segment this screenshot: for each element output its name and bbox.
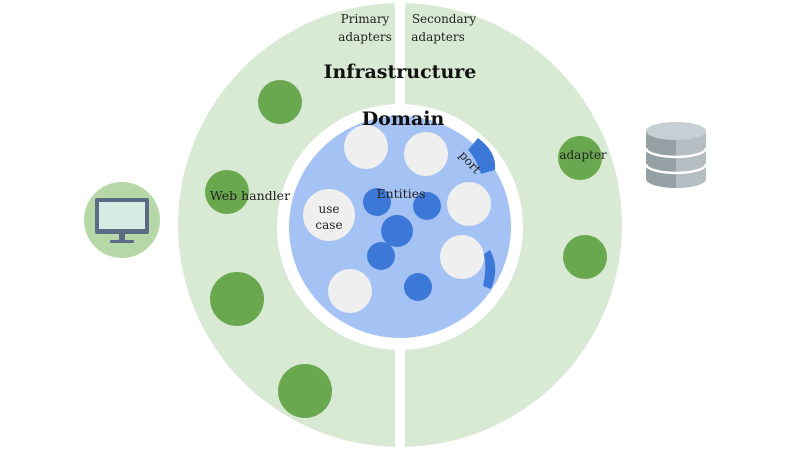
web-handler-circle [205, 170, 249, 214]
entity-circle [363, 188, 391, 216]
web-handler-label: Web handler [210, 188, 290, 203]
adapter-label: adapter [559, 148, 607, 162]
use-case-circle [404, 132, 448, 176]
secondary-adapters-label-line1: Secondary [412, 12, 477, 26]
monitor-screen [99, 202, 145, 229]
secondary-adapters-label-line2: adapters [411, 30, 465, 44]
monitor-icon [84, 182, 160, 258]
secondary-adapter-circle [563, 235, 607, 279]
database-icon [644, 122, 708, 188]
use-case-label-line2: case [315, 218, 342, 232]
use-case-label-line1: use [319, 202, 340, 216]
database-ring [644, 147, 708, 159]
domain-title: Domain [362, 108, 445, 130]
port-arc [483, 250, 496, 289]
primary-adapters-label-line1: Primary [341, 12, 390, 26]
use-case-circle [440, 235, 484, 279]
entities-label: Entities [376, 186, 425, 201]
use-case-circle [328, 269, 372, 313]
database-top [646, 122, 706, 140]
primary-adapter-circle [258, 80, 302, 124]
use-case-circle [344, 125, 388, 169]
primary-adapter-circle [210, 272, 264, 326]
use-case-main-circle [303, 189, 355, 241]
entity-circle [367, 242, 395, 270]
monitor-base [110, 240, 134, 243]
entity-circle [413, 192, 441, 220]
primary-adapters-label-line2: adapters [338, 30, 392, 44]
database-ring [644, 163, 708, 175]
use-case-circle [447, 182, 491, 226]
monitor-neck [119, 234, 125, 240]
entity-circle [404, 273, 432, 301]
adapter-circle [558, 136, 602, 180]
primary-adapter-circle [278, 364, 332, 418]
port-arc [468, 138, 496, 174]
infrastructure-title: Infrastructure [324, 61, 477, 83]
entity-circle [381, 215, 413, 247]
